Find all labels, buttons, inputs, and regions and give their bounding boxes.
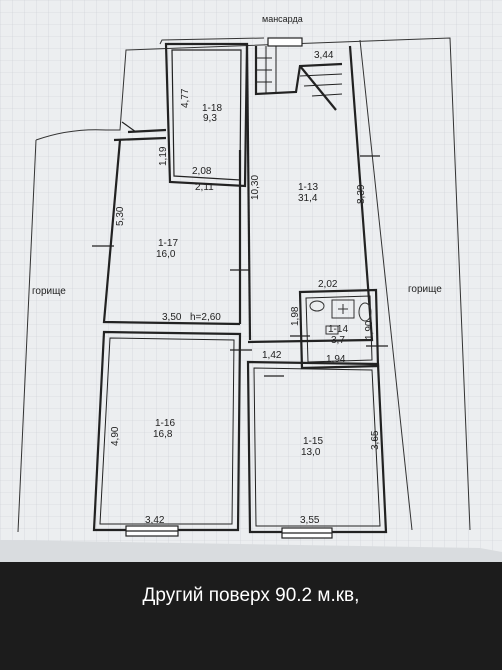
- room-17-id: 1-17: [158, 238, 178, 249]
- dim-r14-right: 1,90: [364, 320, 375, 340]
- room-16-area: 16,8: [153, 429, 173, 440]
- dim-r13-right: 8,39: [356, 184, 367, 204]
- dim-r16-side: 4,90: [110, 426, 121, 446]
- room-14-id: 1-14: [328, 324, 348, 335]
- dim-r14-top: 2,02: [318, 279, 338, 290]
- room-13-id: 1-13: [298, 182, 318, 193]
- paper-grid: [0, 0, 502, 560]
- dim-r18-side: 1,19: [158, 146, 169, 166]
- dim-r13-left: 10,30: [250, 175, 261, 200]
- dim-r18-bottom-a: 2,08: [192, 166, 212, 177]
- bathroom-fixtures: [309, 299, 372, 335]
- dim-r17-side: 5,30: [115, 206, 126, 226]
- photo-caption: Другий поверх 90.2 м.кв,: [142, 585, 360, 606]
- dim-r14-bottom: 1,94: [326, 354, 346, 365]
- room-17-area: 16,0: [156, 249, 176, 260]
- walls: [92, 42, 388, 534]
- room-14-area: 3,7: [331, 335, 345, 346]
- dim-r17-bottom: 3,50: [162, 312, 182, 323]
- top-label: мансарда: [262, 14, 303, 24]
- dim-r18-bottom-b: 2,11: [195, 182, 214, 193]
- dim-r15-bottom: 3,55: [300, 515, 320, 526]
- right-label: горище: [408, 284, 442, 295]
- room-16-id: 1-16: [155, 418, 175, 429]
- dim-stair-width: 3,44: [314, 50, 334, 61]
- dim-corridor: 1,42: [262, 350, 282, 361]
- dim-ceiling-height: h=2,60: [190, 312, 221, 323]
- room-15-id: 1-15: [303, 436, 323, 447]
- dim-r15-side: 3,65: [370, 430, 381, 450]
- paper-edge: [0, 540, 502, 562]
- openings: [92, 37, 388, 539]
- room-13-area: 31,4: [298, 193, 318, 204]
- left-label: горище: [32, 286, 66, 297]
- photo-background: [0, 560, 502, 670]
- dim-r16-bottom: 3,42: [145, 515, 165, 526]
- room-18-id: 1-18: [202, 103, 222, 114]
- dim-r18-height: 4,77: [180, 88, 191, 108]
- attic-outline: [17, 37, 471, 533]
- room-15-area: 13,0: [301, 447, 321, 458]
- room-18-area: 9,3: [203, 113, 217, 124]
- dim-r14-left: 1,98: [290, 306, 301, 326]
